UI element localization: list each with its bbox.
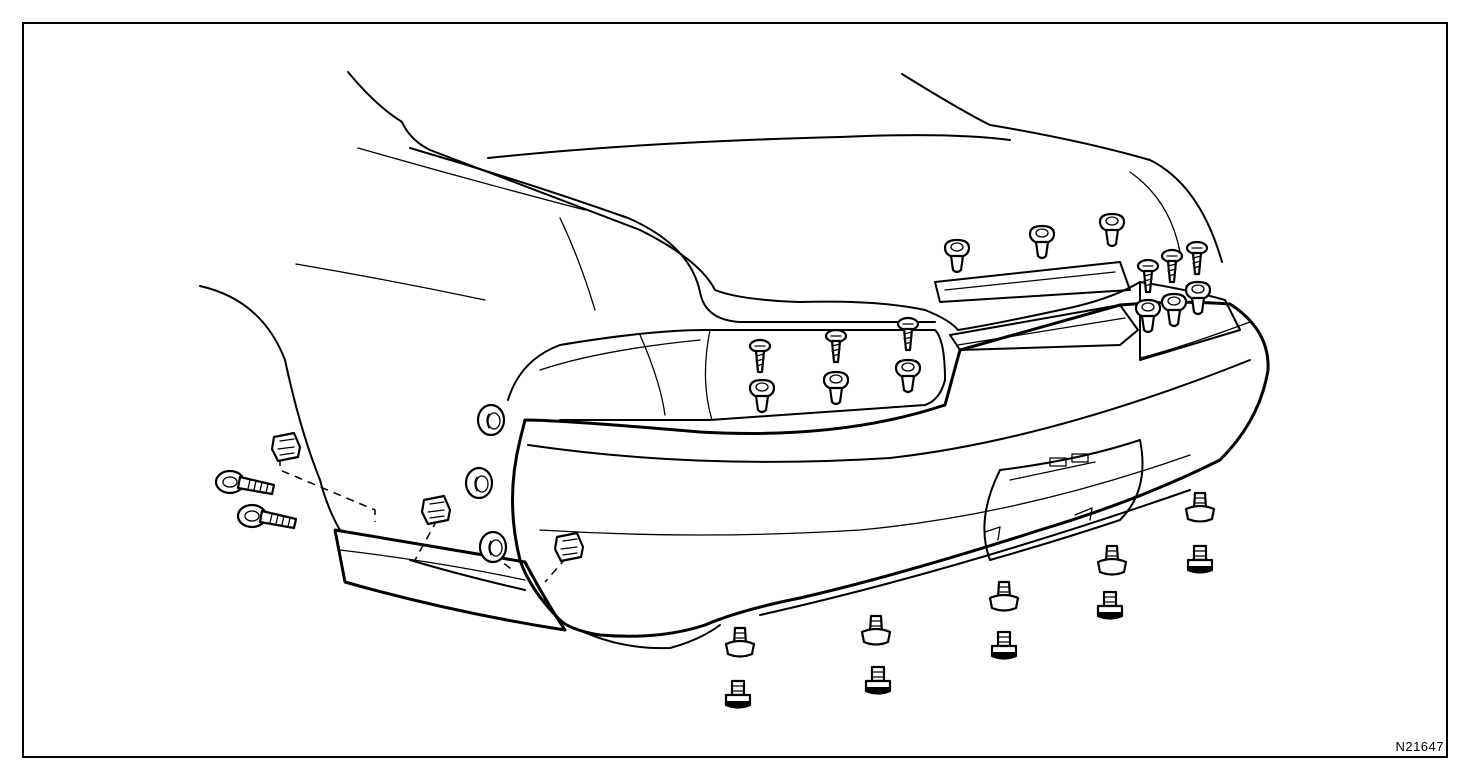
lower-side-extension: [333, 528, 567, 632]
side-bolts: [214, 469, 298, 530]
side-grommets: [464, 403, 508, 564]
figure-frame: [22, 22, 1448, 758]
rear-bumper-cover: [511, 300, 1270, 650]
side-retainers: [270, 431, 585, 563]
upper-clips: [943, 212, 1212, 334]
figure-code: N21647: [1395, 739, 1444, 754]
rear-garnish: [934, 261, 1241, 361]
tail-area-screws: [748, 316, 922, 414]
lower-fasteners: [724, 491, 1216, 709]
vehicle-body: [199, 71, 1223, 531]
